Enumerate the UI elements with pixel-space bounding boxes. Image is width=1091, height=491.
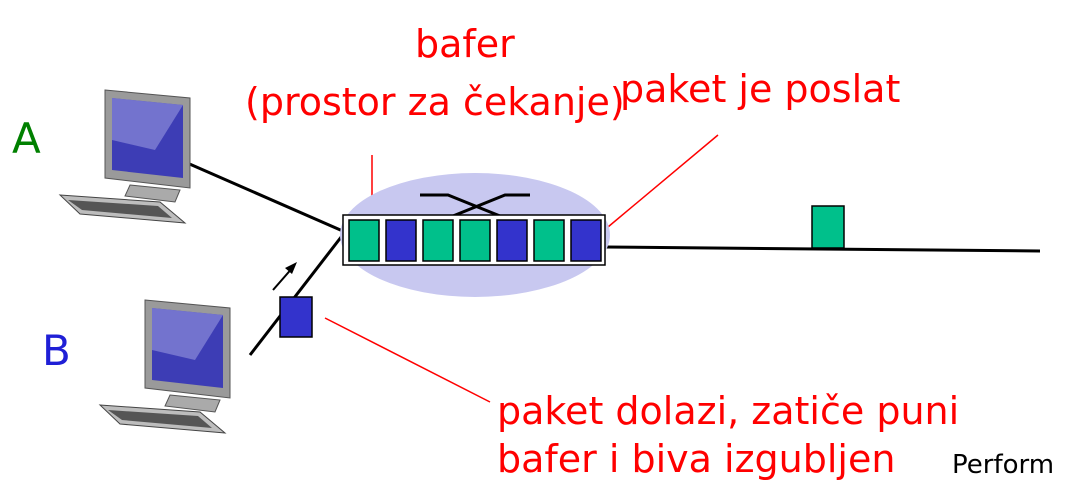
pointer-dropped: [324, 317, 491, 403]
queued-packet: [570, 219, 602, 262]
queued-packet: [533, 219, 565, 262]
host-b-label: B: [42, 326, 71, 375]
link-host-a-router: [184, 160, 346, 234]
buffer-subtitle: (prostor za čekanje): [245, 80, 625, 124]
dropped-label-line2: bafer i biva izgubljen: [497, 437, 896, 481]
computer-icon: [58, 89, 191, 224]
computer-icon: [98, 299, 231, 434]
queued-packet: [496, 219, 528, 262]
queued-packet: [385, 219, 417, 262]
sent-packet: [811, 205, 845, 249]
host-a-label: A: [12, 114, 41, 163]
dropped-label-line1: paket dolazi, zatiče puni: [497, 389, 960, 433]
link-host-b-router: [248, 231, 347, 356]
buffer-title: bafer: [415, 22, 515, 66]
queued-packet: [422, 219, 454, 262]
queued-packet: [348, 219, 380, 262]
pointer-sent: [607, 134, 719, 228]
corner-text: Perform: [952, 450, 1055, 480]
sent-label: paket je poslat: [620, 67, 901, 111]
queued-packet: [459, 219, 491, 262]
arrow-head-icon: [285, 262, 297, 274]
link-router-output: [604, 245, 1041, 253]
dropped-packet: [279, 296, 313, 338]
